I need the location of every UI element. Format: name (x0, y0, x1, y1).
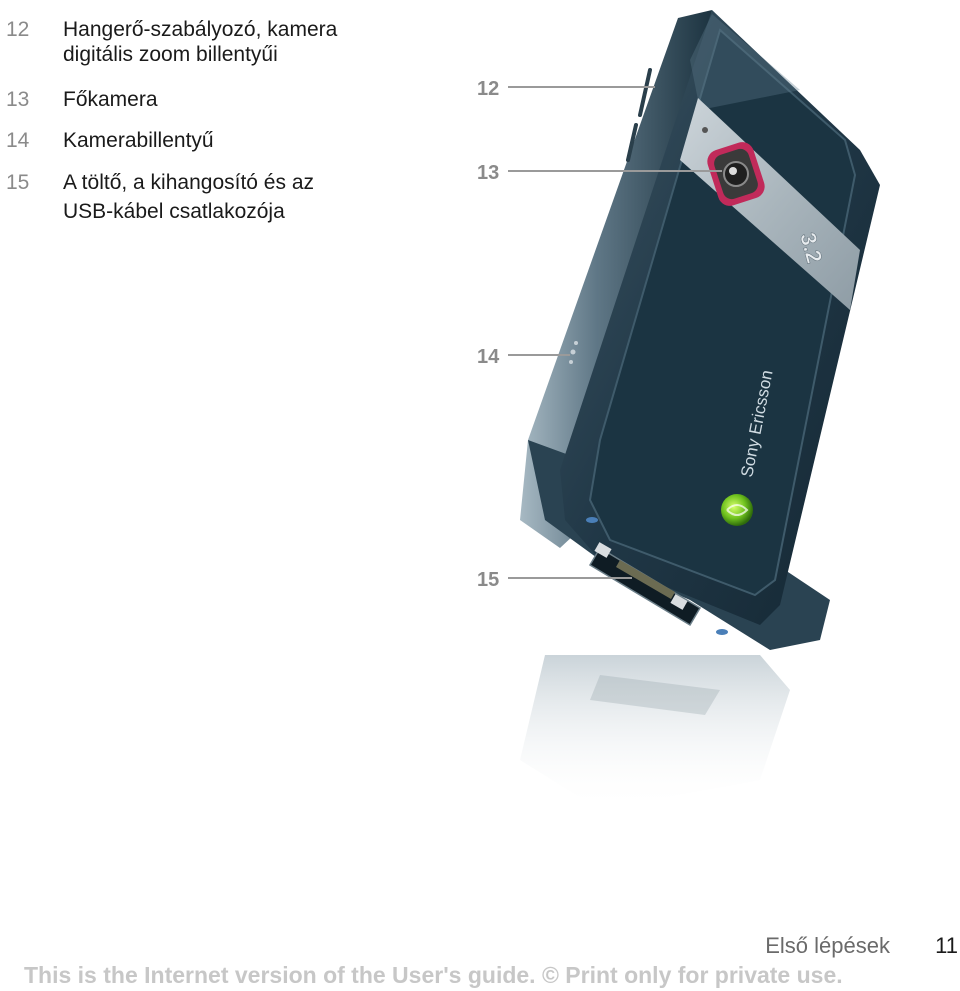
legend-label-line: USB-kábel csatlakozója (63, 200, 285, 223)
main-camera-lens (707, 142, 765, 206)
phone-top-highlight (690, 14, 800, 110)
callout-15: 15 (477, 569, 499, 591)
callout-14: 14 (477, 346, 500, 368)
legend-number: 14 (6, 129, 30, 152)
phone-glossy-panel (588, 28, 857, 597)
volume-zoom-keys (626, 68, 652, 162)
legend-number: 12 (6, 18, 30, 41)
phone-side-edge (520, 10, 712, 548)
callout-12: 12 (477, 78, 499, 100)
legend-label-line: A töltő, a kihangosító és az (63, 171, 314, 194)
brand-logo-icon (721, 494, 753, 526)
legend-label-line: digitális zoom billentyűi (63, 43, 278, 66)
footer-section-title: Első lépések (765, 933, 890, 958)
footer-notice: This is the Internet version of the User… (24, 962, 843, 988)
legend-label-line: Kamerabillentyű (63, 129, 214, 152)
bottom-led (586, 517, 598, 523)
legend-number: 13 (6, 88, 30, 111)
callout-lines (508, 86, 722, 579)
camera-key (569, 341, 578, 364)
legend-label-line: Főkamera (63, 88, 158, 111)
bottom-led (716, 629, 728, 635)
phone-illustration: 3.2 Sony Ericsson 12 13 14 15 (477, 10, 880, 810)
camera-flash (702, 127, 708, 133)
legend-label-line: Hangerő-szabályozó, kamera (63, 18, 338, 41)
phone-reflection (520, 655, 790, 810)
footer-page-number: 11 (935, 933, 958, 958)
callout-13: 13 (477, 162, 499, 184)
charger-connector-port (588, 542, 702, 627)
legend-number: 15 (6, 171, 30, 194)
